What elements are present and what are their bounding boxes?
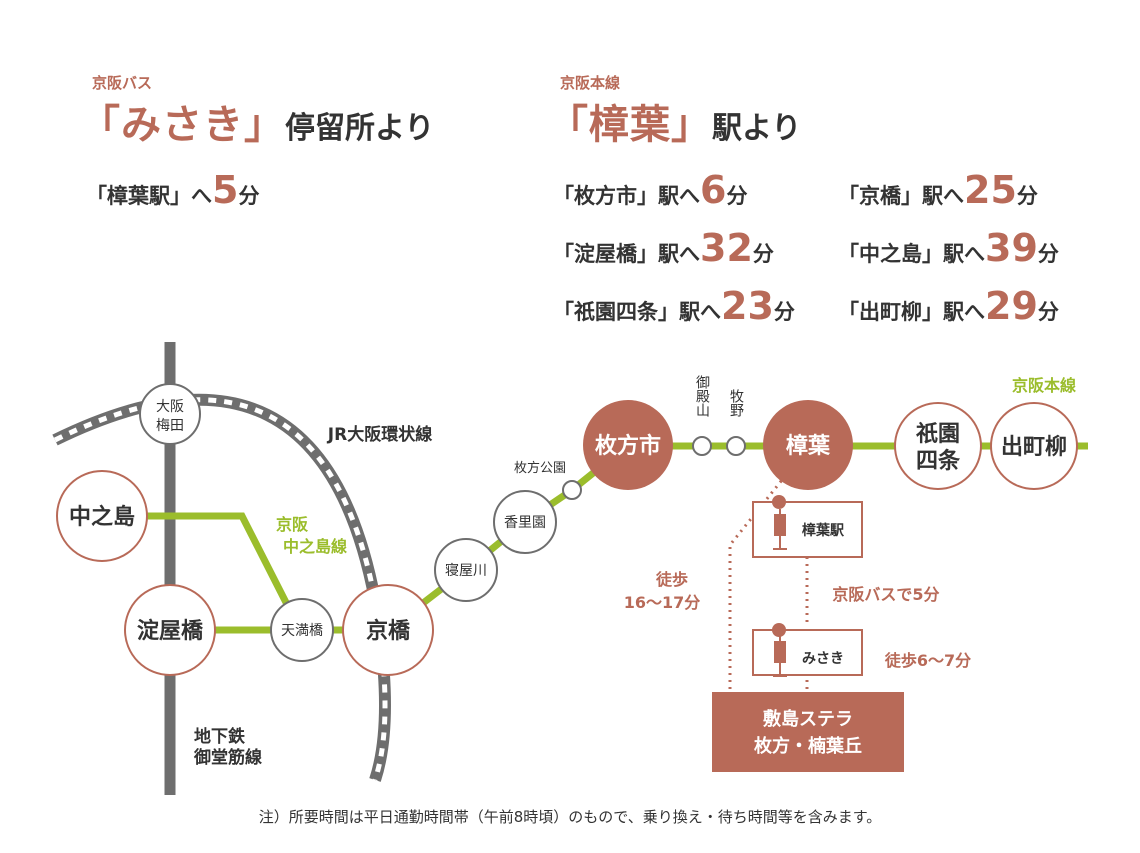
nakanoshima-line-label-2: 中之島線 [283,537,347,556]
station-hirakatashi [583,400,673,490]
bus-route-row: 「樟葉駅」へ5分 [86,168,259,212]
train-route-row: 「中之島」駅へ39分 [838,226,1059,270]
route-unit: 分 [1037,300,1059,324]
walk-misaki-label: 徒歩6〜7分 [884,651,971,670]
bus-stop-misaki-label: みさき [802,651,844,667]
station-osaka-umeda [139,383,201,445]
route-unit: 分 [773,300,795,324]
train-route-row: 「枚方市」駅へ6分 [553,168,747,212]
station-hirakata-koen-label: 枚方公園 [514,460,566,476]
station-hirakata-koen [562,480,582,500]
bus-stop-kuzuha-label: 樟葉駅 [802,522,845,539]
jr-loop-label: JR大阪環状線 [327,424,432,445]
station-demachiyanagi-label: 出町柳 [1001,434,1067,460]
station-temmabashi [270,598,334,662]
bus-stop-icon [772,495,787,550]
station-kuzuha [763,400,853,490]
route-destination: 「出町柳」駅へ [838,300,985,324]
route-minutes: 25 [964,168,1017,212]
jr-loop-ties [53,397,388,781]
station-osaka-umeda-label-1: 大阪 [156,399,184,415]
route-destination: 「枚方市」駅へ [553,184,700,208]
route-minutes: 39 [985,226,1038,270]
bus-stop-title: 「みさき」 [80,102,285,148]
station-nakanoshima-label: 中之島 [69,504,135,530]
station-gotenyama [692,436,712,456]
walk-label: 徒歩 [655,570,688,589]
train-route-row: 「淀屋橋」駅へ32分 [553,226,774,270]
destination-box [712,692,904,772]
bus-stop-misaki-box [752,629,863,676]
route-unit: 分 [752,242,774,266]
station-makino [726,436,746,456]
route-unit: 分 [726,184,748,208]
route-destination: 「樟葉駅」へ [86,184,212,208]
station-gion-shijo-label-2: 四条 [916,448,961,474]
bus-stop-kuzuha-box [752,501,863,558]
footnote: 注）所要時間は平日通勤時間帯（午前8時頃）のもので、乗り換え・待ち時間等を含みま… [258,808,882,826]
route-minutes: 6 [700,168,727,212]
train-route-row: 「京橋」駅へ25分 [838,168,1038,212]
subway-label-1: 地下鉄 [194,726,245,747]
station-neyagawa-label: 寝屋川 [445,562,487,579]
route-unit: 分 [1037,242,1059,266]
train-heading: 「樟葉」駅より [548,92,801,150]
bus-stop-icon [772,623,787,677]
nakanoshima-line-label-1: 京阪 [276,515,309,534]
station-title-suffix: 駅より [712,111,802,146]
bus-ride-label: 京阪バスで5分 [832,585,939,604]
bus-stop-title-suffix: 停留所より [285,111,435,146]
destination-name: 敷島ステラ [763,708,853,730]
station-kyobashi-label: 京橋 [366,618,411,644]
station-demachiyanagi [990,402,1078,490]
route-unit: 分 [238,184,260,208]
station-osaka-umeda-label-2: 梅田 [156,418,184,434]
station-gotenyama-label: 御殿山 [694,375,710,417]
station-nakanoshima [56,470,148,562]
route-destination: 「京橋」駅へ [838,184,964,208]
route-destination: 「淀屋橋」駅へ [553,242,700,266]
route-minutes: 29 [985,284,1038,328]
destination-location: 枚方・楠葉丘 [754,735,862,757]
station-temmabashi-label: 天満橋 [281,623,323,639]
station-korien-label: 香里園 [504,515,546,531]
station-title: 「樟葉」 [548,102,712,148]
station-makino-label: 牧野 [728,389,744,417]
station-kyobashi [342,584,434,676]
train-route-row: 「出町柳」駅へ29分 [838,284,1059,328]
main-line-label: 京阪本線 [1012,376,1076,395]
train-route-row: 「祇園四条」駅へ23分 [553,284,795,328]
route-destination: 「中之島」駅へ [838,242,985,266]
station-yodoyabashi-label: 淀屋橋 [137,618,204,644]
route-minutes: 32 [700,226,753,270]
bus-heading: 「みさき」停留所より [80,92,434,150]
jr-loop-track [52,393,391,782]
route-minutes: 5 [212,168,239,212]
subway-label-2: 御堂筋線 [193,747,262,768]
station-yodoyabashi [124,584,216,676]
station-hirakatashi-label: 枚方市 [595,433,661,459]
route-unit: 分 [1016,184,1038,208]
station-kuzuha-label: 樟葉 [786,433,831,459]
station-korien [493,490,557,554]
route-destination: 「祇園四条」駅へ [553,300,721,324]
walk-time-label: 16〜17分 [624,593,701,612]
station-gion-shijo-label-1: 祇園 [915,421,960,447]
bus-company-label: 京阪バス [92,74,153,92]
station-neyagawa [434,538,498,602]
station-gion-shijo [894,402,982,490]
train-line-label: 京阪本線 [560,74,621,92]
route-minutes: 23 [721,284,774,328]
jr-loop-line [52,393,391,782]
